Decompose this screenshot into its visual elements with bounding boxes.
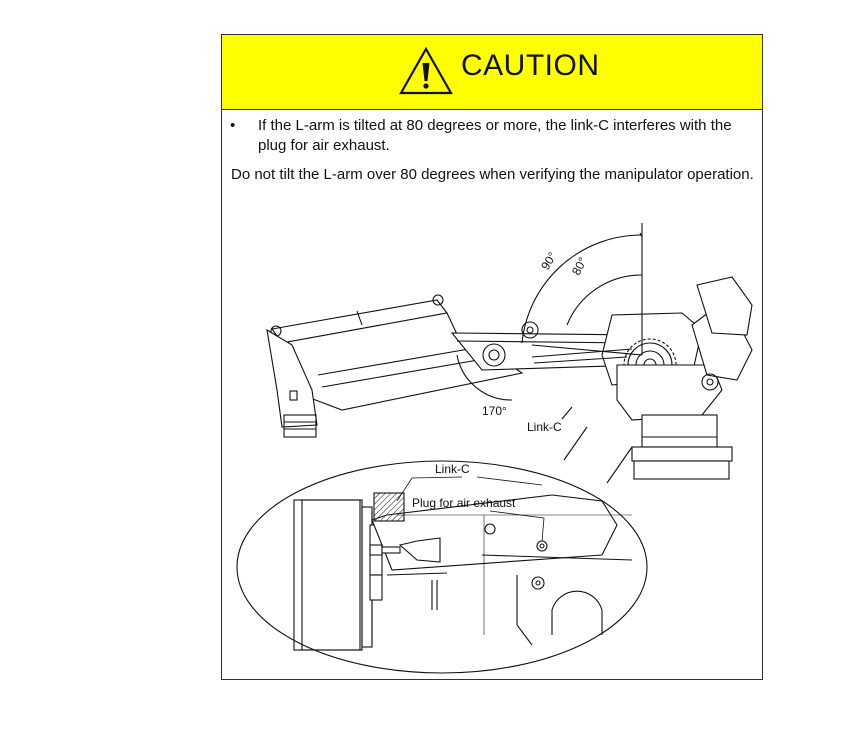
- angle-label-90: 90°: [538, 249, 560, 272]
- warning-triangle-icon: [399, 46, 453, 95]
- caution-box: CAUTION • If the L-arm is tilted at 80 d…: [221, 34, 763, 680]
- plug-air-exhaust-label: Plug for air exhaust: [412, 496, 516, 510]
- caution-header: CAUTION: [222, 35, 762, 110]
- bullet-marker: •: [230, 117, 236, 134]
- caution-title: CAUTION: [461, 49, 600, 82]
- robot-arm-drawing: [266, 276, 753, 480]
- angle-indicators: [456, 223, 643, 401]
- angle-label-80: 80°: [569, 255, 590, 278]
- link-c-label-detail: Link-C: [435, 462, 470, 476]
- angle-label-170: 170°: [482, 404, 507, 418]
- link-c-label-upper: Link-C: [527, 420, 562, 434]
- robot-arm-figure: 90° 80° 170° Link-C Link-C Plug for air …: [236, 223, 753, 674]
- body-text: Do not tilt the L-arm over 80 degrees wh…: [231, 166, 754, 183]
- bullet-text: If the L-arm is tilted at 80 degrees or …: [258, 117, 732, 154]
- detail-magnifier-ellipse: [236, 460, 648, 674]
- detail-drawing: [293, 492, 633, 651]
